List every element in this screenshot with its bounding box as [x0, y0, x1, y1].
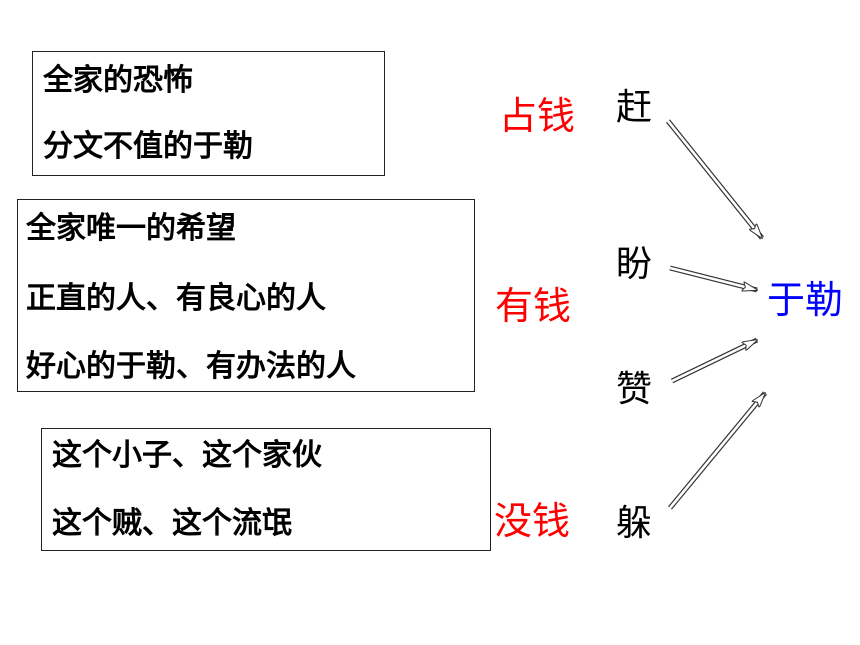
- arrow-pan: [669, 265, 757, 293]
- verb-duo: 躲: [616, 503, 653, 544]
- description-line: 全家的恐怖: [43, 63, 193, 98]
- description-line: 全家唯一的希望: [26, 211, 236, 246]
- description-box-middle: 全家唯一的希望 正直的人、有良心的人 好心的于勒、有办法的人: [17, 199, 475, 392]
- description-line: 这个小子、这个家伙: [52, 438, 322, 473]
- description-box-bottom: 这个小子、这个家伙 这个贼、这个流氓: [41, 428, 491, 551]
- description-box-top: 全家的恐怖 分文不值的于勒: [32, 51, 385, 176]
- tag-zhan-qian: 占钱: [499, 94, 576, 138]
- tag-mei-qian: 没钱: [494, 499, 571, 543]
- verb-pan: 盼: [616, 244, 653, 285]
- description-line: 分文不值的于勒: [43, 129, 253, 164]
- verb-gan: 赶: [616, 87, 653, 128]
- tag-you-qian: 有钱: [495, 284, 572, 328]
- verb-zan: 赞: [616, 369, 653, 410]
- description-line: 正直的人、有良心的人: [26, 281, 326, 316]
- arrow-gan: [666, 119, 764, 238]
- description-line: 这个贼、这个流氓: [52, 506, 292, 541]
- arrow-duo: [668, 393, 767, 510]
- target-yu-le: 于勒: [767, 278, 844, 322]
- description-line: 好心的于勒、有办法的人: [26, 349, 356, 384]
- arrow-zan: [670, 337, 757, 384]
